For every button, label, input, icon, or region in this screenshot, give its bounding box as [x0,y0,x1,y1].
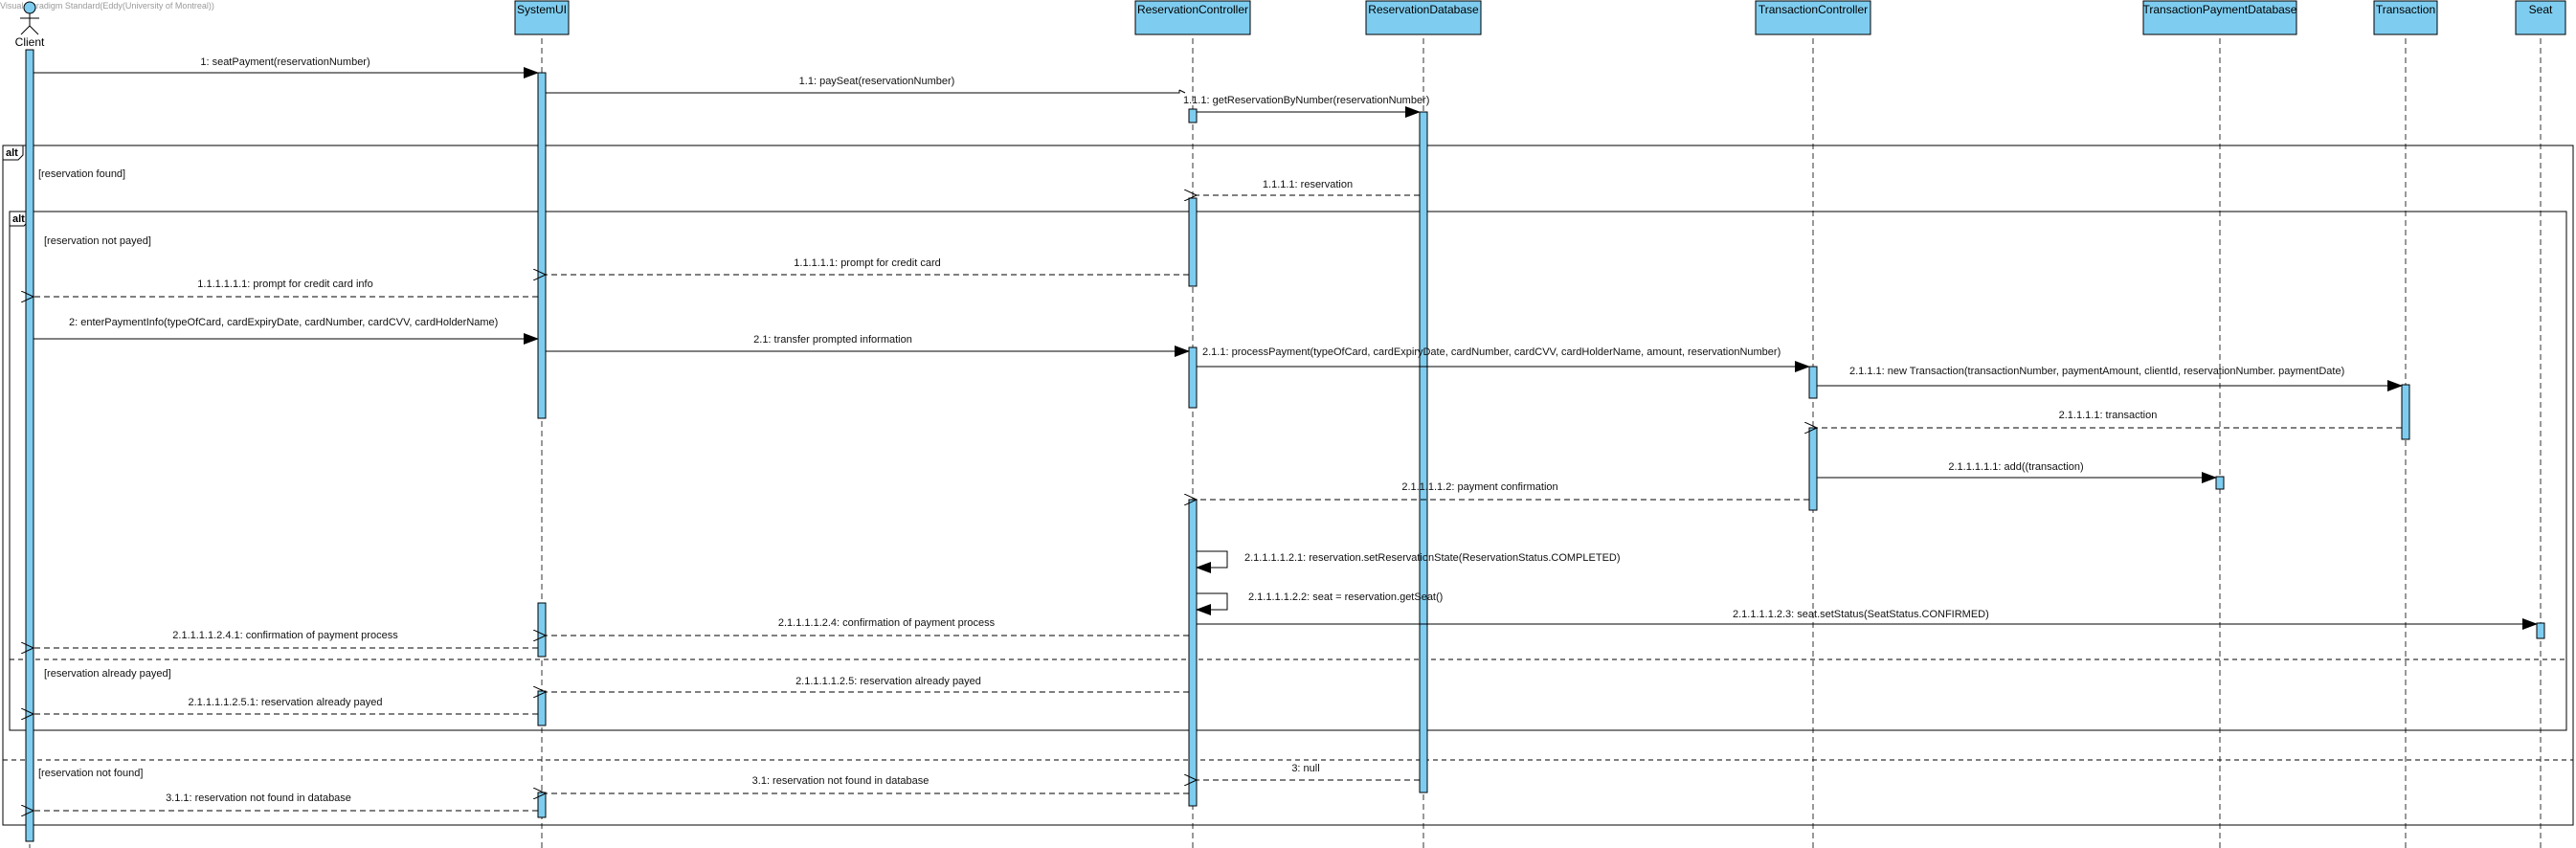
activation-transaction [2401,384,2410,440]
activation-systemui [537,72,547,419]
activation-systemui [537,792,547,818]
message-label: 3.1: reservation not found in database [752,775,930,787]
activation-resdb [1419,111,1428,793]
message-m23: 3.1.1: reservation not found in database [34,792,538,811]
message-m21: 3: null [1197,763,1420,780]
message-m11: 2.1.1.1.1: transaction [1817,410,2402,428]
message-m8: 2.1: transfer prompted information [546,334,1190,357]
participant-label: ReservationController [1137,3,1248,16]
message-label: 2.1.1.1.1.2.2: seat = reservation.getSea… [1248,591,1443,603]
message-label: 1.1.1.1.1.1: prompt for credit card info [197,279,372,290]
message-label: 2.1.1.1: new Transaction(transactionNumb… [1849,366,2344,377]
message-m3: 1.1.1: getReservationByNumber(reservatio… [1183,95,1429,118]
message-m17: 2.1.1.1.1.2.4: confirmation of payment p… [546,617,1189,636]
activation-rescontroller [1188,108,1198,123]
message-label: 2.1.1.1.1: transaction [2059,410,2158,421]
message-m1: 1: seatPayment(reservationNumber) [34,56,539,78]
participant-transaction[interactable]: Transaction [2373,0,2438,35]
message-m22: 3.1: reservation not found in database [546,775,1189,793]
lifelines [29,19,2542,848]
activation-rescontroller [1188,346,1198,409]
message-m19: 2.1.1.1.1.2.5: reservation already payed [546,676,1189,692]
participant-label: ReservationDatabase [1368,3,1479,16]
guard-reservation-already-payed: [reservation already payed] [44,668,171,680]
activation-systemui [537,602,547,658]
guard-reservation-not-found: [reservation not found] [38,768,143,779]
activation-rescontroller [1188,197,1198,287]
message-label: 1: seatPayment(reservationNumber) [200,56,370,68]
participant-client[interactable]: Client [15,1,45,49]
guard-reservation-not-payed: [reservation not payed] [44,235,151,247]
message-label: 1.1: paySeat(reservationNumber) [799,76,955,87]
participant-label: TransactionPaymentDatabase [2143,3,2297,16]
message-label: 2.1.1.1.1.2: payment confirmation [1401,481,1557,493]
participant-label: Transaction [2376,3,2435,16]
activation-transcontroller [1808,366,1818,399]
fragment-inner-alt: alt [reservation not payed] [reservation… [9,211,2567,731]
activation-rescontroller [1188,499,1198,807]
participant-label: Client [15,35,45,49]
message-label: 2.1.1.1.1.2.4: confirmation of payment p… [778,617,996,629]
message-label: 2.1.1.1.1.2.5: reservation already payed [795,676,981,687]
message-m14: 2.1.1.1.1.2.1: reservation.setReservatio… [1196,550,1621,573]
activations [25,49,2545,842]
message-m7: 2: enterPaymentInfo(typeOfCard, cardExpi… [34,317,539,345]
message-m10: 2.1.1.1: new Transaction(transactionNumb… [1817,366,2403,391]
participant-label: TransactionController [1758,3,1868,16]
actor-icon [20,1,39,35]
message-label: 2.1.1: processPayment(typeOfCard, cardEx… [1202,346,1781,358]
message-m9: 2.1.1: processPayment(typeOfCard, cardEx… [1197,346,1810,372]
message-m20: 2.1.1.1.1.2.5.1: reservation already pay… [34,697,538,714]
message-m6: 1.1.1.1.1.1: prompt for credit card info [34,279,538,297]
participant-seat[interactable]: Seat [2515,0,2566,35]
message-label: 3.1.1: reservation not found in database [166,792,351,804]
message-m15: 2.1.1.1.1.2.2: seat = reservation.getSea… [1196,591,1443,615]
activation-seat [2536,622,2545,639]
fragment-outer-alt: alt [reservation found] [reservation not… [2,145,2574,826]
message-m2: 1.1: paySeat(reservationNumber) [546,76,1186,94]
activation-transpaydb [2215,476,2225,490]
message-label: 1.1.1.1: reservation [1263,179,1353,190]
message-m13: 2.1.1.1.1.2: payment confirmation [1197,481,1809,500]
guard-reservation-found: [reservation found] [38,168,125,180]
message-label: 2.1.1.1.1.1: add((transaction) [1948,461,2083,473]
message-m12: 2.1.1.1.1.1: add((transaction) [1817,461,2217,483]
participant-transcontroller[interactable]: TransactionController [1755,0,1871,35]
participant-rescontroller[interactable]: ReservationController [1134,0,1251,35]
fragment-tag: alt [6,147,18,159]
message-m4: 1.1.1.1: reservation [1197,179,1420,195]
message-m5: 1.1.1.1.1: prompt for credit card [546,257,1189,275]
participant-systemui[interactable]: SystemUI [514,0,570,35]
activation-client [25,49,34,842]
participant-label: Seat [2529,3,2553,16]
message-label: 3: null [1291,763,1319,774]
messages: 1: seatPayment(reservationNumber) 1.1: p… [34,56,2538,811]
message-m16: 2.1.1.1.1.2.3: seat.setStatus(SeatStatus… [1197,609,2538,630]
participant-transpaydb[interactable]: TransactionPaymentDatabase [2142,0,2297,35]
message-label: 1.1.1.1.1: prompt for credit card [794,257,940,269]
activation-transcontroller [1808,427,1818,511]
watermark-text: Visual Paradigm Standard(Eddy(University… [0,1,214,11]
activation-systemui [537,690,547,726]
message-label: 2.1.1.1.1.2.3: seat.setStatus(SeatStatus… [1733,609,1989,620]
message-label: 2.1: transfer prompted information [753,334,912,346]
message-label: 2.1.1.1.1.2.1: reservation.setReservatio… [1244,552,1621,564]
message-label: 2: enterPaymentInfo(typeOfCard, cardExpi… [69,317,498,328]
message-m18: 2.1.1.1.1.2.4.1: confirmation of payment… [34,630,538,648]
message-label: 2.1.1.1.1.2.4.1: confirmation of payment… [172,630,398,641]
participant-resdb[interactable]: ReservationDatabase [1365,0,1482,35]
message-label: 2.1.1.1.1.2.5.1: reservation already pay… [188,697,382,708]
participant-label: SystemUI [517,3,567,16]
fragment-tag: alt [12,213,25,225]
message-label: 1.1.1: getReservationByNumber(reservatio… [1183,95,1429,106]
